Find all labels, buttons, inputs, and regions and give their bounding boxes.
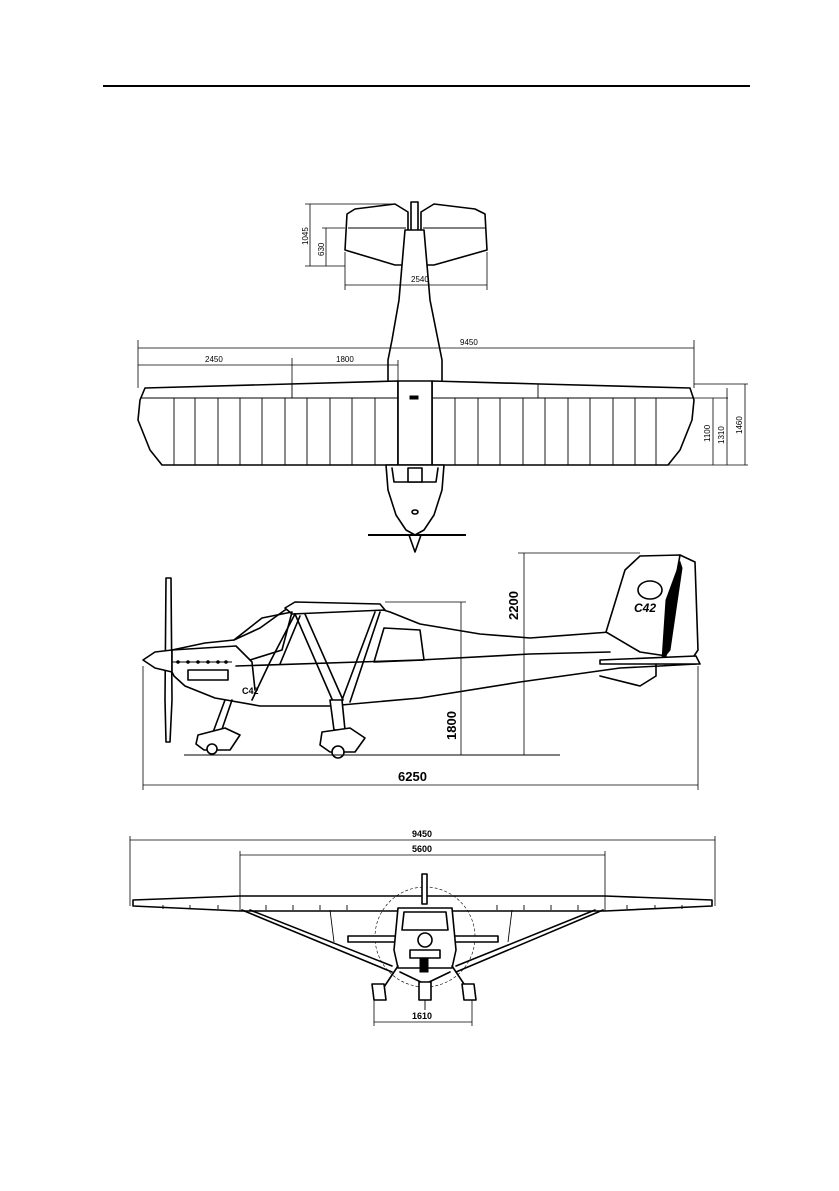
dim-wing-span: 9450 [460,338,478,347]
front-view [133,874,712,1010]
dim-tail-span: 2540 [411,275,429,284]
top-view [138,202,694,552]
dim-tail-chord-elevator: 630 [317,242,326,256]
fin-marking: C42 [634,601,656,615]
dim-tail-chord-total: 1045 [301,227,310,245]
dim-chord-inner: 1100 [703,424,712,442]
dim-chord-mid: 1310 [717,426,726,444]
side-view: C42 C42 [143,555,700,758]
dim-inner-wing-segment: 1800 [336,355,354,364]
dim-outer-wing-segment: 2450 [205,355,223,364]
dim-strut-span: 5600 [412,844,432,854]
dim-wing-height: 1800 [444,711,459,740]
dim-chord-total: 1460 [735,416,744,434]
dim-overall-length: 6250 [398,769,427,784]
dim-front-wing-span: 9450 [412,829,432,839]
dim-wheel-track: 1610 [412,1011,432,1021]
dim-overall-height: 2200 [506,591,521,620]
